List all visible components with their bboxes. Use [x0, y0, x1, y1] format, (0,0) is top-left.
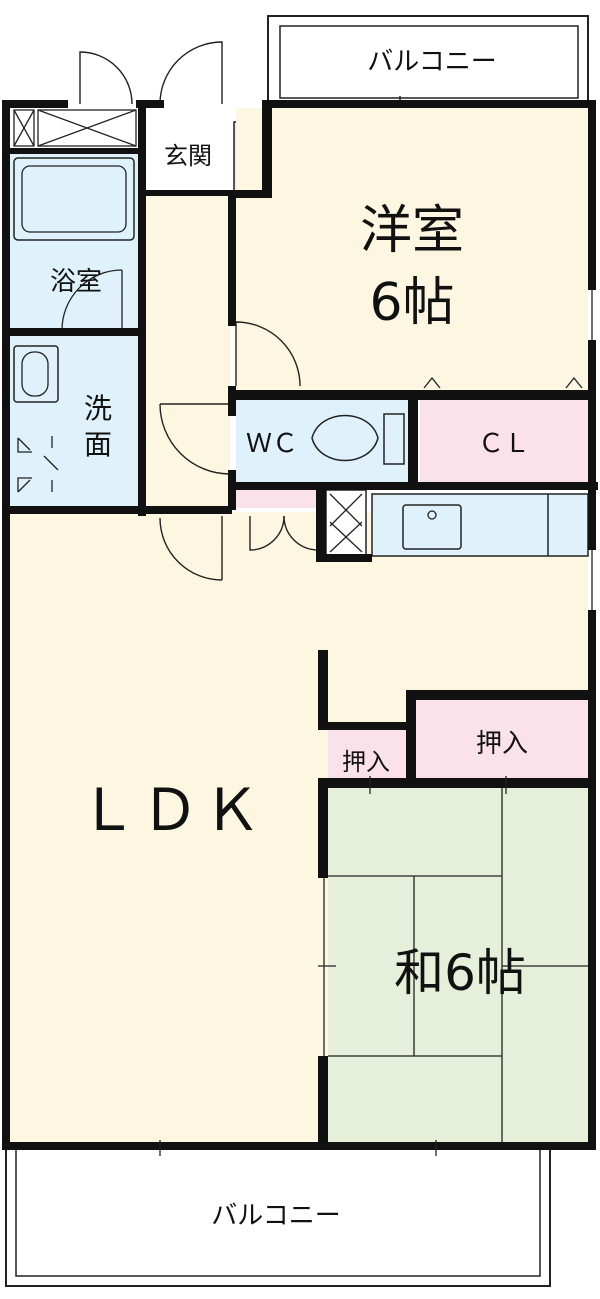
- ldk-label: ＬＤＫ: [79, 776, 265, 844]
- youshitsu-floor: [236, 108, 588, 392]
- walls: [2, 100, 598, 1150]
- youshitsu-label: 洋室: [360, 201, 464, 261]
- closet-floor: [420, 400, 588, 482]
- washroom-label-2: 面: [84, 428, 112, 461]
- genkan-label: 玄関: [164, 142, 212, 170]
- oshiire-small-floor: [328, 730, 408, 782]
- washitsu-floor: [328, 786, 588, 1144]
- youshitsu-size-label: 6帖: [369, 273, 454, 333]
- genkan-floor: [146, 108, 234, 194]
- storage-strip: [236, 490, 320, 508]
- sink: [402, 504, 462, 550]
- washer-marks: [17, 436, 59, 493]
- oshiire-small-label: 押入: [342, 748, 390, 776]
- hallway-floor: [146, 196, 230, 510]
- sliding-doors: [159, 290, 593, 1156]
- balcony-bottom: [5, 1147, 551, 1287]
- pipe-space-top-x: [13, 109, 137, 147]
- doors: [79, 41, 319, 581]
- balcony-top-label: バルコニー: [367, 47, 496, 77]
- wash-basin: [13, 345, 59, 403]
- washroom-label-1: 洗: [84, 392, 112, 425]
- bathroom-label: 浴室: [50, 267, 102, 297]
- oshiire-large-floor: [414, 698, 588, 782]
- washitsu-label: 和6帖: [394, 944, 526, 1002]
- balcony-bottom-label: バルコニー: [211, 1201, 340, 1231]
- tatami-lines: [328, 786, 588, 1144]
- closet-label: ＣＬ: [478, 429, 530, 459]
- wc-label: ＷＣ: [246, 429, 298, 459]
- oshiire-large-label: 押入: [476, 729, 528, 759]
- closet-markers: [423, 376, 583, 389]
- bathtub: [13, 157, 135, 241]
- toilet: [311, 413, 405, 465]
- balcony-top: [267, 15, 589, 112]
